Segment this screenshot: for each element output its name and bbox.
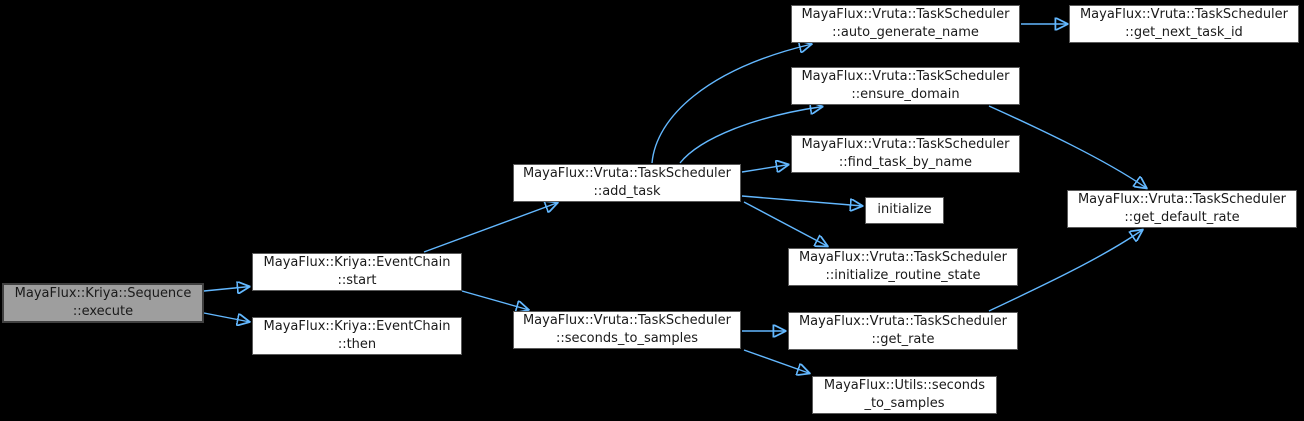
node-eventchain-then-label: MayaFlux::Kriya::EventChain ::then (263, 318, 451, 352)
node-taskscheduler-add-task[interactable]: MayaFlux::Vruta::TaskScheduler ::add_tas… (513, 164, 741, 202)
node-taskscheduler-ensure-domain-label: MayaFlux::Vruta::TaskScheduler ::ensure_… (801, 68, 1010, 102)
node-sequence-execute-label: MayaFlux::Kriya::Sequence ::execute (14, 285, 192, 319)
node-taskscheduler-auto-generate-name-label: MayaFlux::Vruta::TaskScheduler ::auto_ge… (801, 6, 1010, 40)
edge-start-to-seconds-to-samples (461, 290, 529, 310)
edge-start-to-add-task (423, 203, 558, 253)
edge-add-task-to-initialize (741, 195, 863, 206)
node-utils-seconds-to-samples[interactable]: MayaFlux::Utils::seconds _to_samples (812, 376, 997, 414)
node-initialize-label: initialize (877, 202, 932, 218)
node-taskscheduler-find-task-by-name-label: MayaFlux::Vruta::TaskScheduler ::find_ta… (801, 136, 1010, 170)
edge-seconds-to-samples-to-utils (743, 349, 810, 374)
edge-add-task-to-find-task-by-name (741, 165, 789, 173)
edge-add-task-to-auto-generate-name (651, 44, 812, 164)
node-initialize[interactable]: initialize (865, 197, 944, 224)
node-taskscheduler-find-task-by-name[interactable]: MayaFlux::Vruta::TaskScheduler ::find_ta… (791, 135, 1020, 173)
node-taskscheduler-initialize-routine-state-label: MayaFlux::Vruta::TaskScheduler ::initial… (798, 249, 1008, 283)
node-taskscheduler-ensure-domain[interactable]: MayaFlux::Vruta::TaskScheduler ::ensure_… (791, 67, 1020, 105)
node-taskscheduler-get-rate-label: MayaFlux::Vruta::TaskScheduler ::get_rat… (798, 313, 1008, 347)
node-taskscheduler-initialize-routine-state[interactable]: MayaFlux::Vruta::TaskScheduler ::initial… (788, 248, 1018, 286)
node-eventchain-start-label: MayaFlux::Kriya::EventChain ::start (263, 254, 451, 288)
node-taskscheduler-get-default-rate[interactable]: MayaFlux::Vruta::TaskScheduler ::get_def… (1067, 190, 1297, 228)
node-taskscheduler-seconds-to-samples-label: MayaFlux::Vruta::TaskScheduler ::seconds… (522, 312, 732, 346)
node-taskscheduler-seconds-to-samples[interactable]: MayaFlux::Vruta::TaskScheduler ::seconds… (513, 311, 741, 349)
node-taskscheduler-add-task-label: MayaFlux::Vruta::TaskScheduler ::add_tas… (522, 165, 732, 199)
node-taskscheduler-get-rate[interactable]: MayaFlux::Vruta::TaskScheduler ::get_rat… (788, 312, 1018, 350)
edge-execute-to-start (203, 287, 250, 292)
node-eventchain-start[interactable]: MayaFlux::Kriya::EventChain ::start (252, 253, 462, 291)
edge-add-task-to-initialize-routine-state (743, 201, 828, 247)
node-taskscheduler-get-next-task-id[interactable]: MayaFlux::Vruta::TaskScheduler ::get_nex… (1069, 5, 1299, 43)
node-taskscheduler-get-next-task-id-label: MayaFlux::Vruta::TaskScheduler ::get_nex… (1079, 6, 1289, 40)
node-utils-seconds-to-samples-label: MayaFlux::Utils::seconds _to_samples (823, 377, 986, 411)
node-sequence-execute: MayaFlux::Kriya::Sequence ::execute (2, 283, 204, 323)
node-eventchain-then[interactable]: MayaFlux::Kriya::EventChain ::then (252, 317, 462, 355)
node-taskscheduler-auto-generate-name[interactable]: MayaFlux::Vruta::TaskScheduler ::auto_ge… (791, 5, 1020, 43)
edge-execute-to-then (203, 312, 250, 322)
node-taskscheduler-get-default-rate-label: MayaFlux::Vruta::TaskScheduler ::get_def… (1077, 191, 1287, 225)
